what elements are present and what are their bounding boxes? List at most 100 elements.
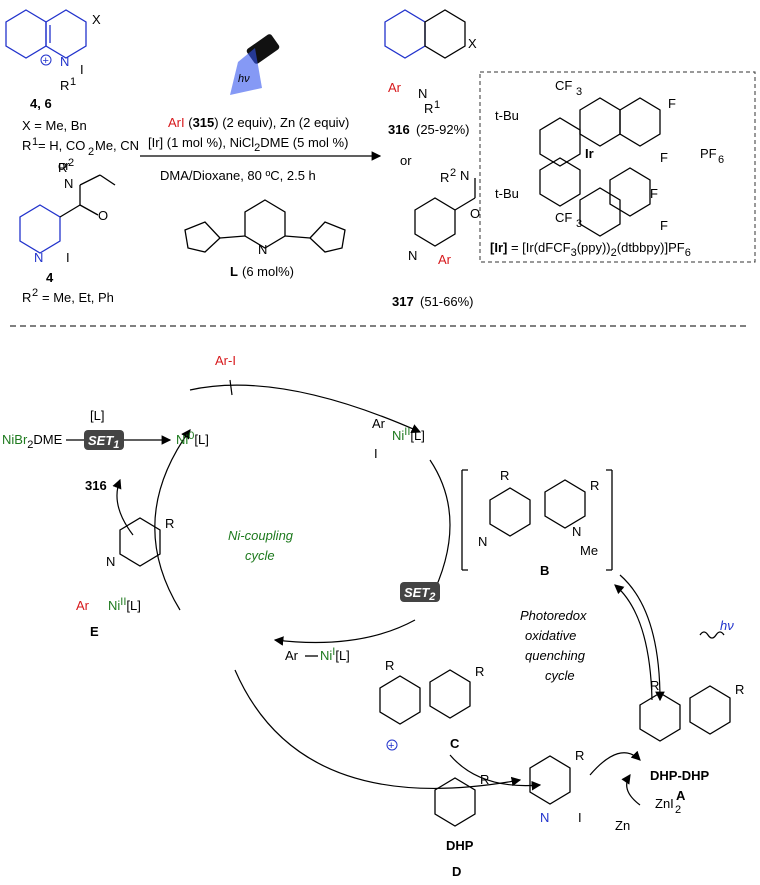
svg-text:N: N: [408, 248, 417, 263]
svg-text:N: N: [540, 810, 549, 825]
svg-text:D: D: [452, 864, 461, 879]
svg-text:R: R: [475, 664, 484, 679]
svg-text:Ar: Ar: [372, 416, 386, 431]
svg-text:t-Bu: t-Bu: [495, 108, 519, 123]
svg-text:N: N: [572, 524, 581, 539]
nplus-label: N: [60, 54, 69, 69]
svg-text:or: or: [58, 158, 70, 173]
svg-text:1: 1: [434, 99, 440, 111]
svg-text:DHP: DHP: [446, 838, 474, 853]
svg-text:ZnI: ZnI: [655, 796, 674, 811]
svg-text:E: E: [90, 624, 99, 639]
svg-text:1: 1: [70, 76, 76, 88]
ligand-L: N L (6 mol%): [184, 199, 346, 279]
svg-text:F: F: [660, 218, 668, 233]
svg-text:2: 2: [88, 146, 94, 158]
svg-text:R: R: [735, 682, 744, 697]
svg-text:NiII[L]: NiII[L]: [108, 596, 141, 613]
product-316: X Ar N R 1 316 (25-92%) or: [384, 9, 477, 168]
svg-text:R: R: [424, 101, 433, 116]
svg-text:A: A: [676, 788, 686, 803]
svg-text:F: F: [668, 96, 676, 111]
svg-text:SET2: SET2: [404, 585, 435, 603]
svg-text:F: F: [650, 186, 658, 201]
svg-text:[Ir] = [Ir(dFCF3(ppy))2(dtbbpy: [Ir] = [Ir(dFCF3(ppy))2(dtbbpy)]PF6: [490, 240, 691, 259]
svg-text:Me, CN: Me, CN: [95, 138, 139, 153]
svg-text:N: N: [64, 176, 73, 191]
svg-text:NiI[L]: NiI[L]: [320, 646, 350, 663]
svg-text:R: R: [650, 678, 659, 693]
svg-text:quenching: quenching: [525, 648, 586, 663]
svg-text:2: 2: [675, 804, 681, 816]
svg-text:1: 1: [32, 136, 38, 148]
svg-text:N: N: [460, 168, 469, 183]
svg-text:(25-92%): (25-92%): [416, 122, 469, 137]
svg-text:B: B: [540, 563, 549, 578]
svg-text:X = Me, Bn: X = Me, Bn: [22, 118, 87, 133]
svg-text:hν: hν: [238, 73, 250, 85]
iodide-label: I: [80, 62, 84, 77]
svg-text:or: or: [400, 153, 412, 168]
svg-text:ArI (315) (2 equiv), Zn (2 equ: ArI (315) (2 equiv), Zn (2 equiv): [168, 115, 349, 130]
svg-text:C: C: [450, 736, 460, 751]
svg-text:I: I: [578, 810, 582, 825]
svg-text:NiII[L]: NiII[L]: [392, 426, 425, 443]
svg-text:317: 317: [392, 294, 414, 309]
reactant-pyridinium: O N R 2 N I 4 R 2 = Me, Et, Ph: [19, 157, 116, 305]
svg-text:CF: CF: [555, 210, 572, 225]
svg-text:X: X: [468, 36, 477, 51]
reactant-quinolinium: X I N + R 1 4, 6: [5, 9, 101, 111]
svg-text:Ar: Ar: [388, 80, 402, 95]
svg-text:+: +: [388, 740, 394, 752]
svg-text:F: F: [660, 150, 668, 165]
svg-text:t-Bu: t-Bu: [495, 186, 519, 201]
svg-text:Photoredox: Photoredox: [520, 608, 587, 623]
svg-text:L: L: [230, 264, 238, 279]
svg-text:(51-66%): (51-66%): [420, 294, 473, 309]
svg-text:+: +: [43, 55, 49, 67]
svg-text:N: N: [478, 534, 487, 549]
svg-text:3: 3: [576, 218, 582, 230]
svg-text:O: O: [470, 206, 480, 221]
svg-text:N: N: [34, 250, 43, 265]
svg-text:DHP-DHP: DHP-DHP: [650, 768, 710, 783]
svg-text:I: I: [374, 446, 378, 461]
svg-text:2: 2: [450, 167, 456, 179]
svg-text:R: R: [590, 478, 599, 493]
svg-text:3: 3: [576, 86, 582, 98]
svg-text:R: R: [385, 658, 394, 673]
svg-text:N: N: [106, 554, 115, 569]
svg-text:Ir: Ir: [585, 146, 594, 161]
svg-text:cycle: cycle: [245, 548, 275, 563]
svg-text:DMA/Dioxane, 80 ºC, 2.5 h: DMA/Dioxane, 80 ºC, 2.5 h: [160, 168, 316, 183]
svg-text:oxidative: oxidative: [525, 628, 576, 643]
svg-text:= Me, Et, Ph: = Me, Et, Ph: [42, 290, 114, 305]
svg-text:cycle: cycle: [545, 668, 575, 683]
svg-text:Ar: Ar: [285, 648, 299, 663]
compound-4-6-label: 4, 6: [30, 96, 52, 111]
reactant-conditions: X = Me, Bn R 1 = H, CO 2 Me, CN or: [22, 118, 139, 173]
svg-text:N: N: [258, 242, 267, 257]
svg-text:316: 316: [85, 478, 107, 493]
photoredox-cycle: Photoredox oxidative quenching cycle R R…: [234, 468, 744, 879]
svg-text:[L]: [L]: [90, 408, 104, 423]
light-source-icon: hν: [230, 34, 280, 95]
svg-text:R: R: [165, 516, 174, 531]
svg-text:Ar: Ar: [438, 252, 452, 267]
svg-text:N: N: [418, 86, 427, 101]
svg-text:2: 2: [68, 157, 74, 169]
svg-text:R: R: [22, 138, 31, 153]
product-317: N O R 2 Ar N 317 (51-66%): [392, 167, 480, 309]
svg-text:SET1: SET1: [88, 433, 119, 451]
svg-text:R: R: [500, 468, 509, 483]
x-label: X: [92, 12, 101, 27]
svg-text:(6 mol%): (6 mol%): [242, 264, 294, 279]
svg-text:Ar-I: Ar-I: [215, 353, 236, 368]
svg-text:NiBr2DME: NiBr2DME: [2, 432, 63, 451]
iodide-label-b: I: [66, 250, 70, 265]
oxygen-label: O: [98, 208, 108, 223]
svg-text:R: R: [575, 748, 584, 763]
svg-text:Zn: Zn: [615, 818, 630, 833]
reaction-arrow: ArI (315) (2 equiv), Zn (2 equiv) [Ir] (…: [140, 115, 382, 183]
